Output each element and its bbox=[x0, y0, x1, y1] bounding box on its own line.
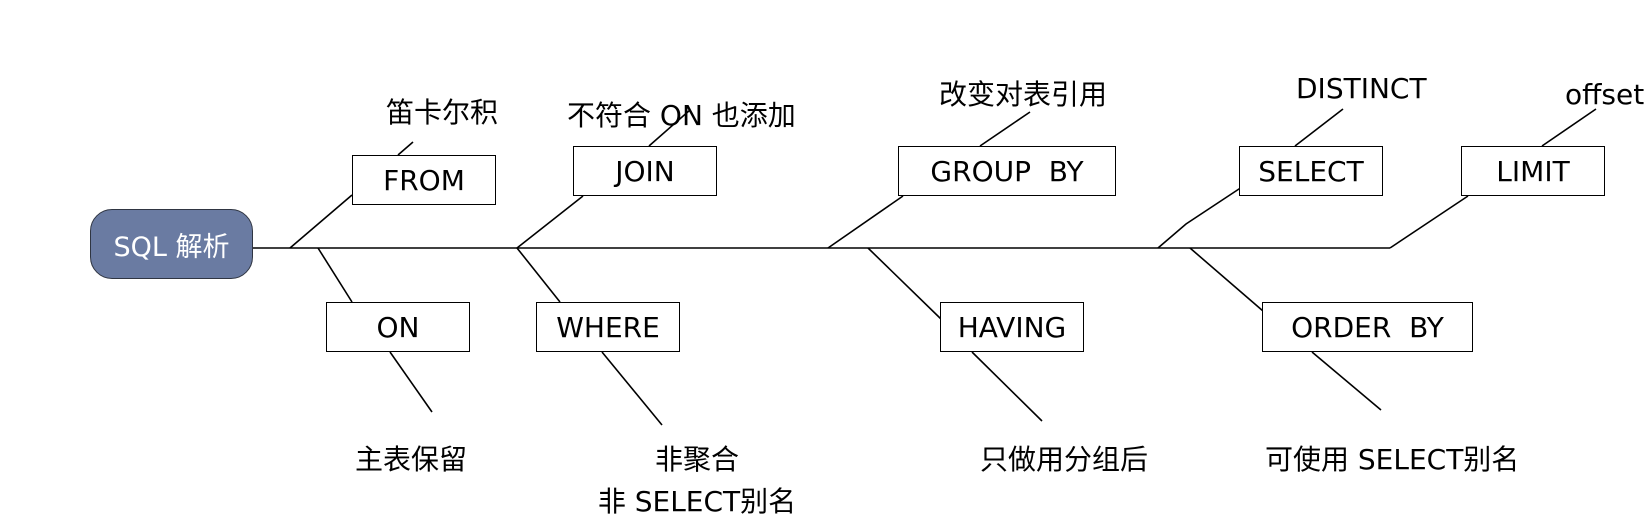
having-node: HAVING bbox=[940, 302, 1084, 352]
select-branch bbox=[1157, 184, 1246, 249]
on-note-leader bbox=[389, 351, 433, 413]
select-node: SELECT bbox=[1239, 146, 1383, 196]
on-note: 主表保留 bbox=[355, 443, 468, 476]
order-by-note: 可使用 SELECT别名 bbox=[1265, 443, 1520, 476]
where-label: WHERE bbox=[556, 310, 660, 344]
from-note: 笛卡尔积 bbox=[386, 96, 499, 129]
having-branch bbox=[867, 247, 943, 321]
select-note-leader bbox=[1294, 108, 1344, 147]
where-note-leader bbox=[601, 351, 663, 426]
order-by-node: ORDER BY bbox=[1262, 302, 1473, 352]
where-node: WHERE bbox=[536, 302, 680, 352]
join-label: JOIN bbox=[615, 154, 675, 188]
order-by-branch bbox=[1189, 247, 1264, 312]
root-label: SQL 解析 bbox=[113, 231, 230, 263]
having-note: 只做用分组后 bbox=[980, 443, 1149, 476]
order-by-note-leader bbox=[1311, 351, 1382, 411]
having-label: HAVING bbox=[957, 310, 1067, 344]
order-by-label: ORDER BY bbox=[1291, 310, 1444, 344]
group-by-label: GROUP BY bbox=[930, 154, 1084, 188]
spine-end-line bbox=[1389, 195, 1469, 249]
from-label: FROM bbox=[383, 163, 465, 197]
group-by-branch bbox=[827, 195, 904, 249]
on-label: ON bbox=[376, 310, 420, 344]
where-note-line1: 非聚合 bbox=[654, 443, 740, 476]
root-node: SQL 解析 bbox=[90, 209, 253, 279]
limit-node: LIMIT bbox=[1461, 146, 1605, 196]
group-by-note-leader bbox=[979, 111, 1031, 147]
select-note: DISTINCT bbox=[1296, 72, 1427, 105]
join-note-leader bbox=[648, 109, 691, 147]
from-branch bbox=[289, 194, 353, 249]
from-node: FROM bbox=[352, 155, 496, 205]
limit-note: offset bbox=[1565, 78, 1645, 111]
where-note-line2: 非 SELECT别名 bbox=[597, 485, 797, 518]
join-note: 不符合 ON 也添加 bbox=[567, 99, 796, 132]
limit-label: LIMIT bbox=[1496, 154, 1570, 188]
limit-note-leader bbox=[1541, 108, 1597, 147]
group-by-note: 改变对表引用 bbox=[939, 78, 1108, 111]
select-label: SELECT bbox=[1258, 154, 1364, 188]
join-node: JOIN bbox=[573, 146, 717, 196]
where-branch bbox=[516, 247, 561, 303]
on-branch bbox=[317, 247, 353, 303]
group-by-node: GROUP BY bbox=[898, 146, 1116, 196]
on-node: ON bbox=[326, 302, 470, 352]
having-note-leader bbox=[971, 351, 1043, 422]
join-branch bbox=[516, 195, 584, 249]
from-note-leader bbox=[397, 141, 414, 156]
